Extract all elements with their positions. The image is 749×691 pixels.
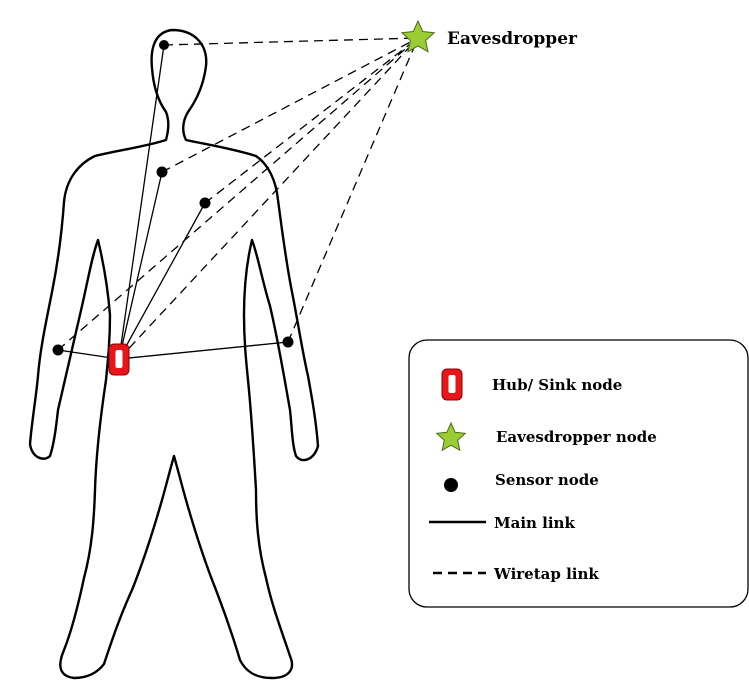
sensor-node-chest (200, 198, 211, 209)
legend-hub-label: Hub/ Sink node (492, 376, 622, 394)
main-link-head (119, 45, 164, 359)
wiretap-link-hub (119, 38, 418, 359)
legend: Hub/ Sink node Eavesdropper node Sensor … (409, 340, 748, 607)
legend-main-link-label: Main link (494, 514, 575, 532)
legend-wiretap-link-label: Wiretap link (493, 565, 599, 583)
eavesdropper-star-icon (402, 21, 434, 52)
legend-sensor-label: Sensor node (495, 471, 599, 489)
wiretap-link-shoulder (162, 38, 418, 172)
sensor-nodes (53, 40, 294, 356)
sensor-node-head (159, 40, 169, 50)
main-link-shoulder (119, 172, 162, 359)
wiretap-link-left-wrist (58, 38, 418, 350)
wiretap-links (58, 38, 418, 359)
main-link-right-wrist (119, 342, 288, 359)
sensor-node-right-wrist (283, 337, 294, 348)
wiretap-link-head (164, 38, 418, 45)
wiretap-link-chest (205, 38, 418, 203)
main-links (58, 45, 288, 359)
legend-sensor-icon (444, 478, 458, 492)
eavesdropper-label: Eavesdropper (447, 29, 578, 49)
sensor-node-shoulder (157, 167, 168, 178)
hub-node (109, 344, 129, 375)
sensor-node-left-wrist (53, 345, 64, 356)
legend-eavesdropper-label: Eavesdropper node (496, 428, 657, 446)
wiretap-link-right-wrist (288, 38, 418, 342)
legend-hub-icon (442, 369, 462, 400)
